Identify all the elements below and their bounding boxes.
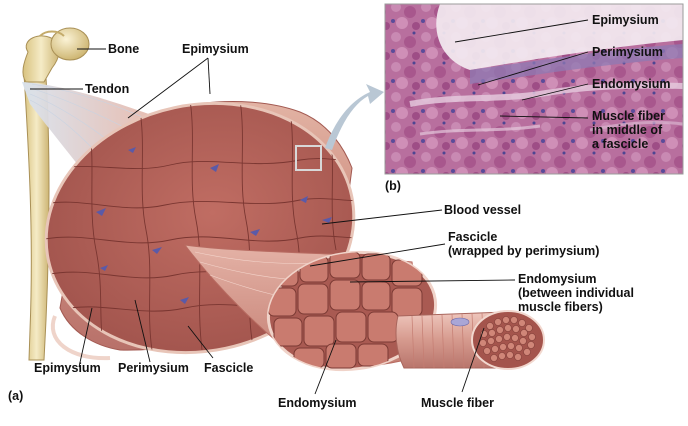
label-fascicle-line1: Fascicle	[448, 230, 498, 244]
micro-label-fiber-line1: Muscle fiber	[592, 109, 665, 123]
epimysium-cut-edge	[51, 315, 111, 361]
label-endomysium-line3: muscle fibers)	[518, 300, 603, 314]
label-endomysium-bottom: Endomysium	[278, 396, 357, 410]
micro-label-fiber-line2: in middle of	[592, 123, 663, 137]
fiber-nucleus	[450, 317, 470, 327]
label-fascicle-bottom: Fascicle	[204, 361, 254, 375]
panel-label-b: (b)	[385, 179, 401, 193]
label-epimysium-bottom: Epimysium	[34, 361, 101, 375]
myofibrils	[479, 316, 536, 362]
label-tendon: Tendon	[85, 82, 130, 96]
zoom-arrow	[325, 84, 384, 150]
label-epimysium-top: Epimysium	[182, 42, 249, 56]
zoom-box	[295, 145, 322, 171]
blood-vessels	[96, 147, 332, 304]
label-endomysium-detail: Endomysium (between individual muscle fi…	[518, 272, 634, 314]
micro-label-endomysium: Endomysium	[592, 77, 671, 91]
micro-label-muscle-fiber: Muscle fiber in middle of a fascicle	[592, 109, 665, 151]
panel-label-a: (a)	[8, 389, 24, 403]
label-bone: Bone	[108, 42, 140, 56]
label-endomysium-line1: Endomysium	[518, 272, 597, 286]
label-fascicle-wrapped: Fascicle (wrapped by perimysium)	[448, 230, 599, 258]
micro-label-epimysium: Epimysium	[592, 13, 659, 27]
label-muscle-fiber: Muscle fiber	[421, 396, 494, 410]
micrograph	[384, 3, 684, 175]
label-perimysium-bottom: Perimysium	[118, 361, 189, 375]
micro-label-perimysium: Perimysium	[592, 45, 663, 59]
label-fascicle-line2: (wrapped by perimysium)	[448, 244, 600, 258]
label-endomysium-line2: (between individual	[518, 286, 634, 300]
leader-lines	[30, 19, 589, 395]
label-blood-vessel: Blood vessel	[444, 203, 522, 217]
micro-label-fiber-line3: a fascicle	[592, 137, 649, 151]
bone	[22, 27, 90, 361]
